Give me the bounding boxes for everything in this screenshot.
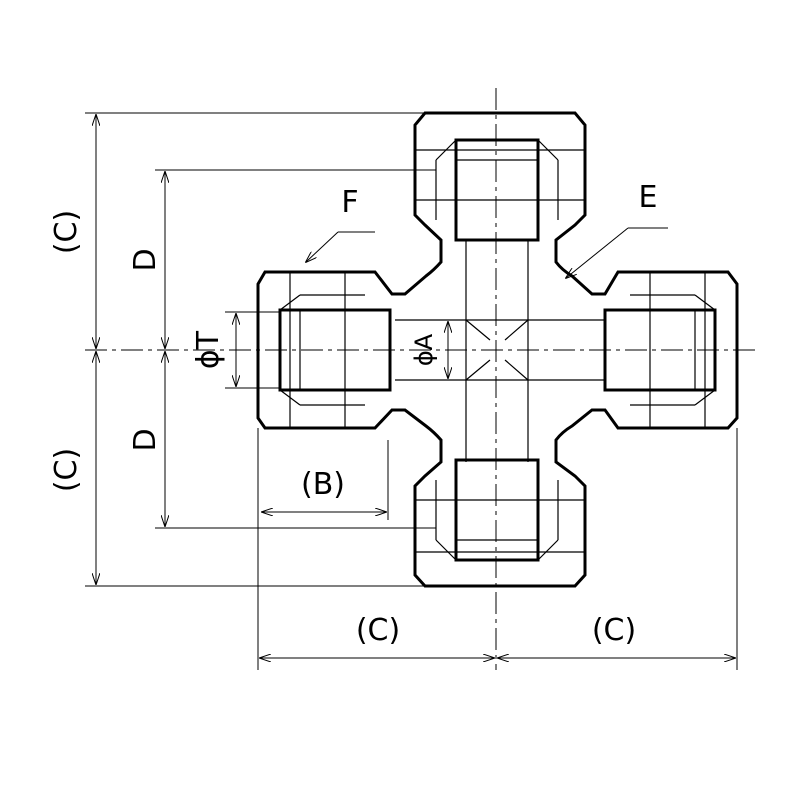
dim-phi-a: ϕA <box>410 322 448 378</box>
right-tube <box>603 308 717 392</box>
label-bottom-right-c: (C) <box>592 613 636 648</box>
center-lines <box>85 88 760 670</box>
label-d-bottom: D <box>128 428 163 451</box>
label-f: F <box>341 185 358 220</box>
label-left-top-c: (C) <box>49 210 84 254</box>
dim-phi-t: ϕT <box>191 311 280 389</box>
label-bottom-left-c: (C) <box>356 613 400 648</box>
nut-hex-lines <box>289 149 706 553</box>
dim-left-c: (C) (C) <box>49 112 425 587</box>
label-d-top: D <box>128 248 163 271</box>
leader-f: F <box>306 185 375 262</box>
label-b: (B) <box>301 467 345 502</box>
dim-bottom-c: (C) (C) <box>257 428 738 670</box>
bottom-tube <box>454 458 540 562</box>
label-phi-a: ϕA <box>410 333 438 366</box>
tube-inserts <box>278 138 717 562</box>
internal-bore <box>395 240 605 462</box>
dim-d: D D <box>128 169 436 529</box>
label-left-bottom-c: (C) <box>49 448 84 492</box>
left-tube <box>278 308 392 392</box>
dim-b: (B) <box>262 440 389 520</box>
label-e: E <box>639 180 658 215</box>
ferrules <box>279 139 716 561</box>
label-phi-t: ϕT <box>191 330 226 369</box>
leader-e: E <box>566 180 668 278</box>
top-tube <box>454 138 540 242</box>
